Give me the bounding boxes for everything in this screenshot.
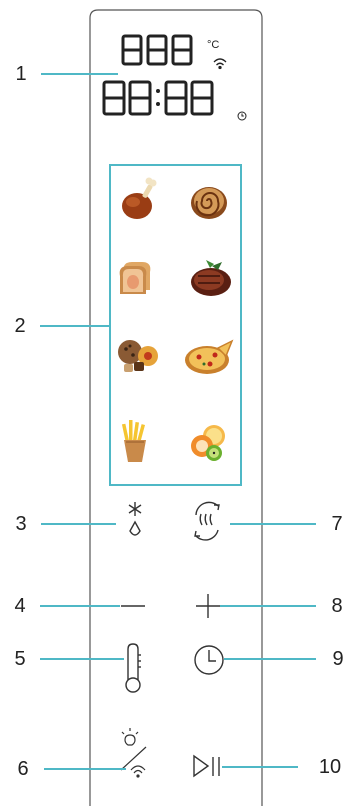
plus-button[interactable] (196, 594, 220, 618)
callout-1: 1 (15, 64, 26, 84)
callout-9: 9 (332, 649, 343, 669)
toast-icon[interactable] (120, 262, 151, 294)
panel-outline (90, 10, 262, 806)
clock-icon (195, 646, 223, 674)
callout-lines (40, 74, 316, 769)
timer-button[interactable] (195, 646, 223, 674)
play-pause-icon (194, 756, 219, 776)
callout-2: 2 (14, 316, 25, 336)
start-pause-button[interactable] (194, 756, 219, 776)
time-digits-display (104, 82, 212, 114)
cookies-icon[interactable] (118, 340, 158, 372)
temp-digits-display (123, 36, 191, 64)
fries-icon[interactable] (122, 420, 146, 462)
snowflake-drop-icon (129, 502, 141, 535)
pizza-icon[interactable] (185, 341, 232, 374)
callout-3: 3 (15, 514, 26, 534)
callout-5: 5 (14, 649, 25, 669)
display: °C (104, 36, 246, 120)
callout-10: 10 (319, 757, 341, 777)
chicken-leg-icon[interactable] (122, 178, 157, 220)
clock-indicator-icon (238, 112, 246, 120)
temperature-button[interactable] (126, 644, 141, 692)
divider-slash (121, 747, 146, 770)
callout-8: 8 (331, 596, 342, 616)
wifi-indicator-icon (214, 59, 226, 69)
light-icon (122, 728, 138, 745)
time-colon-bottom (156, 102, 160, 106)
thermometer-icon (126, 644, 141, 692)
callout-6: 6 (17, 759, 28, 779)
steak-icon[interactable] (191, 260, 231, 296)
callout-7: 7 (331, 514, 342, 534)
fruit-icon[interactable] (191, 425, 225, 461)
defrost-button[interactable] (129, 502, 141, 535)
plus-icon (196, 594, 220, 618)
temp-unit-label: °C (207, 39, 219, 51)
shake-reminder-button[interactable] (195, 502, 219, 540)
shake-reminder-icon (195, 502, 219, 540)
wifi-icon (131, 766, 145, 777)
callout-4: 4 (14, 596, 25, 616)
time-colon-top (156, 89, 160, 93)
cinnamon-roll-icon[interactable] (191, 187, 227, 219)
